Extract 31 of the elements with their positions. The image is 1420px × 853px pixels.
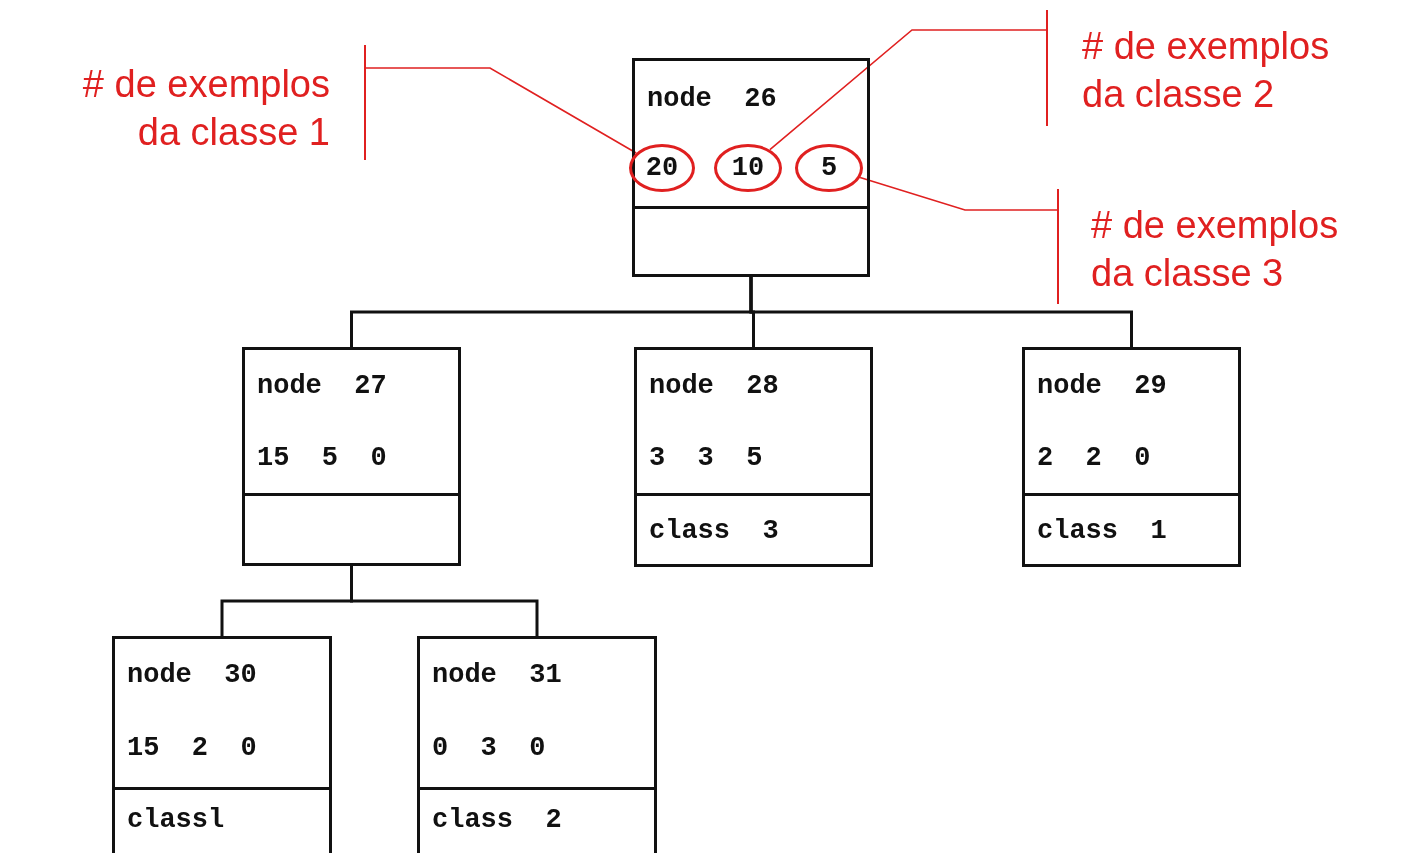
node-title: node 28 (649, 370, 779, 402)
tree-node-box (634, 347, 873, 567)
tree-branch-line (749, 277, 1133, 347)
leader-line (365, 67, 637, 154)
node-title: node 31 (432, 659, 562, 691)
leader-line (859, 176, 1058, 211)
class-counts: 15 5 0 (257, 442, 387, 474)
node-title: node 29 (1037, 370, 1167, 402)
class-counts: 15 2 0 (127, 732, 257, 764)
callout-text: # de exemplos da classe 1 (81, 62, 330, 155)
class-label: class 1 (1037, 515, 1167, 547)
class-counts: 3 3 5 (649, 442, 763, 474)
class-counts: 2 2 0 (1037, 442, 1151, 474)
tree-node-box (242, 347, 461, 566)
node-title: node 30 (127, 659, 257, 691)
tree-node-box (632, 58, 870, 277)
class-label: class 2 (432, 804, 562, 836)
tree-node-box (112, 636, 332, 853)
leader-line (769, 29, 1047, 151)
tree-node-box (417, 636, 657, 853)
class-label: classl (127, 804, 225, 836)
callout-text: # de exemplos da classe 3 (1091, 203, 1340, 296)
highlight-circle: 5 (795, 144, 863, 192)
highlight-circle: 20 (629, 144, 695, 192)
class-counts: 0 3 0 (432, 732, 546, 764)
class-label: class 3 (649, 515, 779, 547)
node-title: node 26 (647, 83, 777, 115)
node-title: node 27 (257, 370, 387, 402)
callout-text: # de exemplos da classe 2 (1082, 24, 1331, 117)
tree-node-box (1022, 347, 1241, 567)
highlight-circle: 10 (714, 144, 782, 192)
